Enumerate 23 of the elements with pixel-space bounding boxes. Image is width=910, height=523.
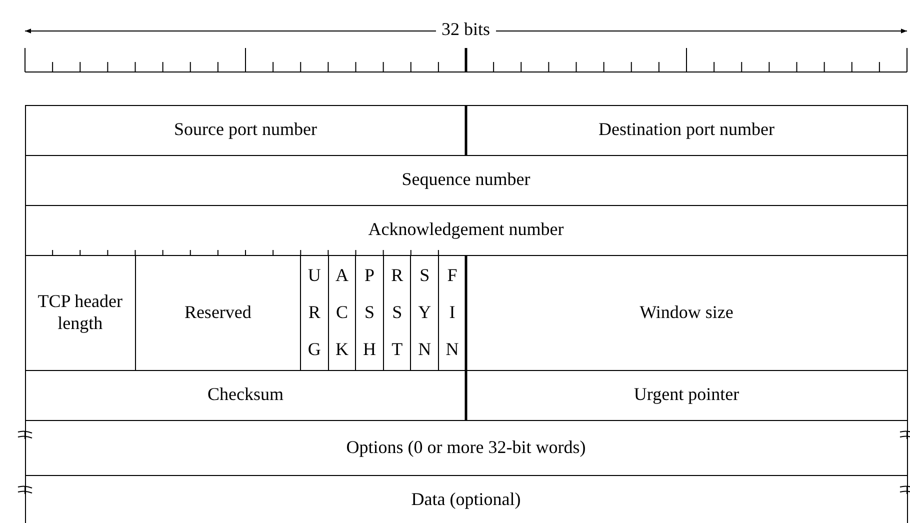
field-label: SYN — [417, 264, 432, 361]
header-field — [24, 104, 466, 156]
field-label: Acknowledgement number — [368, 219, 564, 241]
header-field — [24, 204, 908, 256]
field-label: Source port number — [174, 119, 317, 141]
field-label: Window size — [640, 302, 734, 324]
header-field — [466, 104, 908, 156]
field-label: ACK — [334, 264, 350, 361]
field-label: Checksum — [208, 384, 284, 406]
field-label: Destination port number — [598, 119, 774, 141]
field-label: Reserved — [184, 302, 252, 324]
field-label: RST — [390, 264, 404, 361]
header-field — [24, 154, 908, 206]
header-field — [24, 474, 908, 523]
field-label: PSH — [362, 264, 378, 361]
field-label: Sequence number — [402, 169, 530, 191]
header-field — [24, 420, 908, 476]
field-label: FIN — [444, 264, 460, 361]
field-label: URG — [306, 264, 322, 361]
field-label: Urgent pointer — [634, 384, 740, 406]
field-label: Data (optional) — [411, 488, 521, 510]
field-label: Options (0 or more 32-bit words) — [346, 437, 586, 459]
field-label: TCP header length — [36, 290, 124, 334]
